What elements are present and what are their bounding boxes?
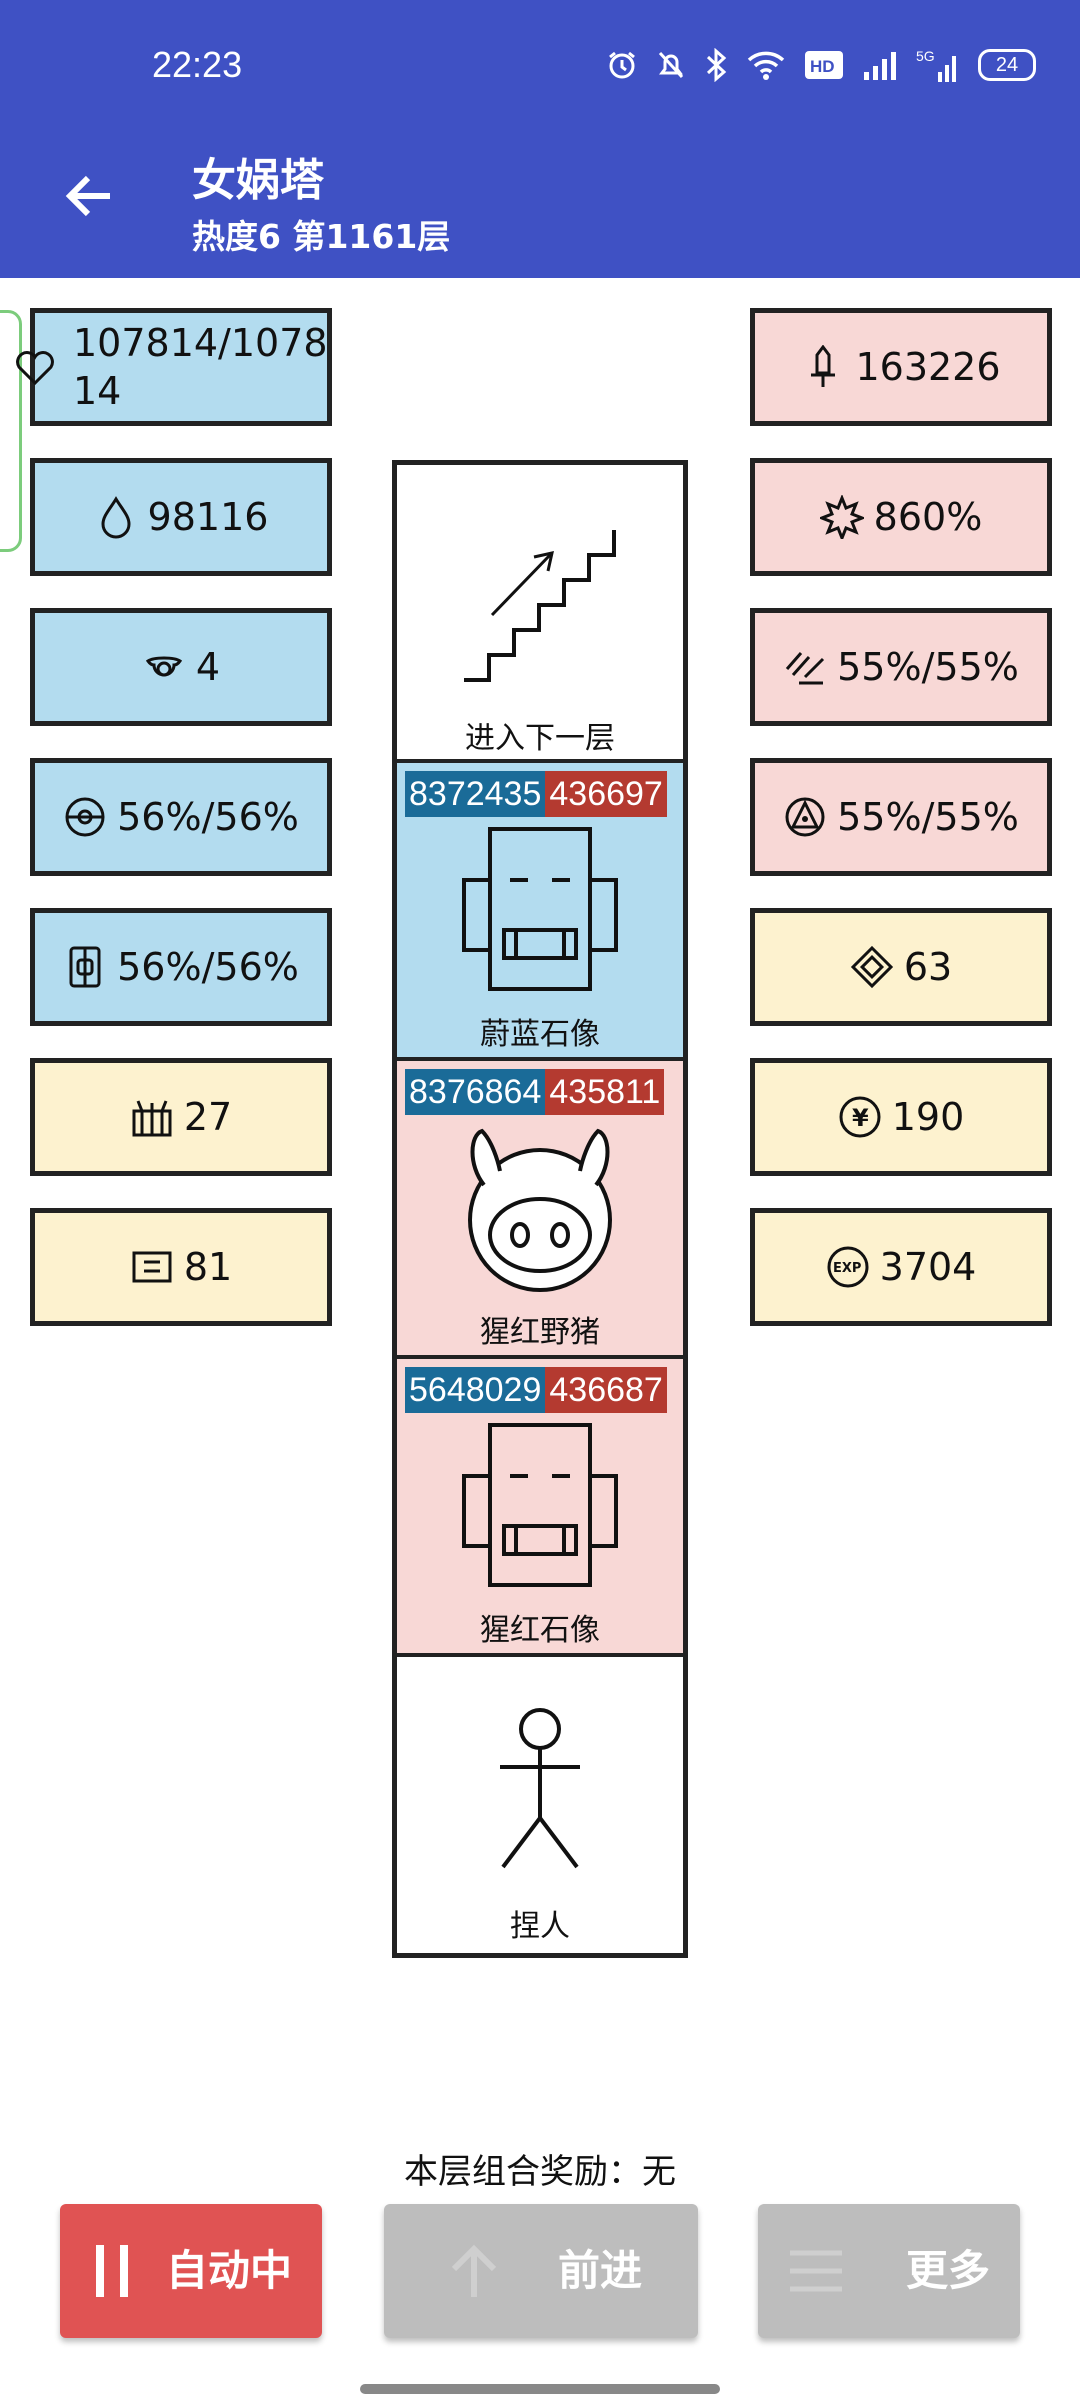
wifi-icon [747,51,785,80]
auto-button[interactable]: 自动中 [60,2204,322,2338]
stat-value: 55%/55% [837,795,1019,839]
bluetooth-icon [706,48,727,82]
sword-icon [811,345,836,387]
stat-crit-damage: 860% [750,458,1052,576]
stat-block: 56%/56% [30,908,332,1026]
hd-icon: HD [805,51,843,79]
exp-icon: EXP [827,1246,869,1288]
back-arrow-icon[interactable] [60,168,116,224]
stat-accuracy: 55%/55% [750,758,1052,876]
tower-cell-enemy[interactable]: 5648029 436687 猩红石像 [397,1359,683,1657]
stat-value: 107814/107814 [73,321,328,413]
alarm-icon [609,51,635,79]
cell-label: 蔚蓝石像 [480,1017,600,1052]
cell-label: 猩红野猪 [480,1315,600,1350]
tower-cell-player[interactable]: 捏人 [397,1657,683,1953]
stat-chest: 27 [30,1058,332,1176]
stat-exp: EXP 3704 [750,1208,1052,1326]
stat-value: 56%/56% [117,945,299,989]
tower-column: 进入下一层 8372435 436697 蔚蓝石像 8376864 435811 [392,460,688,1958]
stat-value: 3704 [879,1245,977,1289]
tower-cell-enemy[interactable]: 8372435 436697 蔚蓝石像 [397,763,683,1061]
helmet-icon [145,656,182,677]
treasure-chest-icon [132,1100,172,1137]
enemy-attack: 435811 [545,1069,665,1115]
status-icons: HD 5G 24 [606,48,1036,82]
boar-icon [468,1128,612,1292]
stat-value: 81 [183,1245,233,1289]
stat-attack: 163226 [750,308,1052,426]
status-time: 22:23 [152,44,243,85]
gem-icon [850,945,893,989]
cell-label: 捏人 [510,1909,570,1944]
svg-text:HD: HD [810,57,835,76]
app-bar: 22:23 HD 5G 24 女娲塔 热度6 第1161层 [0,0,1080,278]
enemy-hp: 8376864 [405,1069,546,1115]
stat-value: 55%/55% [837,645,1019,689]
cell-label: 进入下一层 [465,721,615,756]
signal-5g-icon: 5G [916,48,956,82]
tower-cell-enemy[interactable]: 8376864 435811 猩红野猪 [397,1061,683,1359]
stat-value: 98116 [147,495,269,539]
stat-defense: 4 [30,608,332,726]
stat-value: 27 [183,1095,233,1139]
page-subtitle: 热度6 第1161层 [192,217,451,256]
burst-icon [819,495,864,539]
stat-value: 63 [903,945,953,989]
stat-value: 56%/56% [117,795,299,839]
gesture-handle [360,2384,720,2394]
mute-bell-icon [658,51,684,79]
stat-value: 4 [195,645,221,689]
side-drawer-handle[interactable] [0,310,22,552]
stone-golem-icon [462,827,618,991]
cell-label: 猩红石像 [480,1613,600,1648]
enemy-hp: 5648029 [405,1367,546,1413]
stat-mp: 98116 [30,458,332,576]
stat-pierce: 55%/55% [750,608,1052,726]
battery-indicator: 24 [978,49,1036,81]
triangle-icon [785,797,825,837]
arrow-up-icon [451,2244,497,2297]
shield-icon [65,797,105,837]
more-button[interactable]: 更多 [758,2204,1020,2338]
coin-icon: ¥ [839,1096,881,1138]
svg-text:5G: 5G [916,48,935,64]
enemy-stats-bar: 5648029 436687 [405,1367,667,1413]
stat-gem: 63 [750,908,1052,1026]
stairs-icon [464,530,616,682]
auto-button-label: 自动中 [165,2246,292,2295]
enemy-stats-bar: 8372435 436697 [405,771,667,817]
stat-resist: 56%/56% [30,758,332,876]
enemy-hp: 8372435 [405,771,546,817]
menu-icon [790,2250,842,2292]
stick-figure-icon [500,1708,580,1869]
pause-icon [96,2245,128,2297]
stat-gold: ¥ 190 [750,1058,1052,1176]
enemy-attack: 436687 [545,1367,667,1413]
water-drop-icon [101,496,131,539]
floor-reward-text: 本层组合奖励：无 [404,2152,676,2192]
stat-hp: 107814/107814 [16,308,332,426]
forward-button[interactable]: 前进 [384,2204,698,2338]
scroll-icon [132,1251,172,1283]
stat-value: 860% [873,495,983,539]
forward-button-label: 前进 [557,2246,642,2295]
svg-text:EXP: EXP [833,1261,861,1276]
enemy-stats-bar: 8376864 435811 [405,1069,665,1115]
signal-icon [864,52,896,80]
tower-cell-stairs[interactable]: 进入下一层 [397,465,683,763]
stat-scroll: 81 [30,1208,332,1326]
more-button-label: 更多 [905,2246,990,2295]
page-title: 女娲塔 [192,155,324,206]
slash-icon [785,652,825,685]
stone-golem-icon [462,1423,618,1587]
svg-text:¥: ¥ [852,1104,869,1132]
heart-icon [16,351,54,386]
stat-value: 163226 [855,345,1001,389]
enemy-attack: 436697 [545,771,667,817]
stat-value: 190 [891,1095,965,1139]
armor-icon [69,946,101,988]
